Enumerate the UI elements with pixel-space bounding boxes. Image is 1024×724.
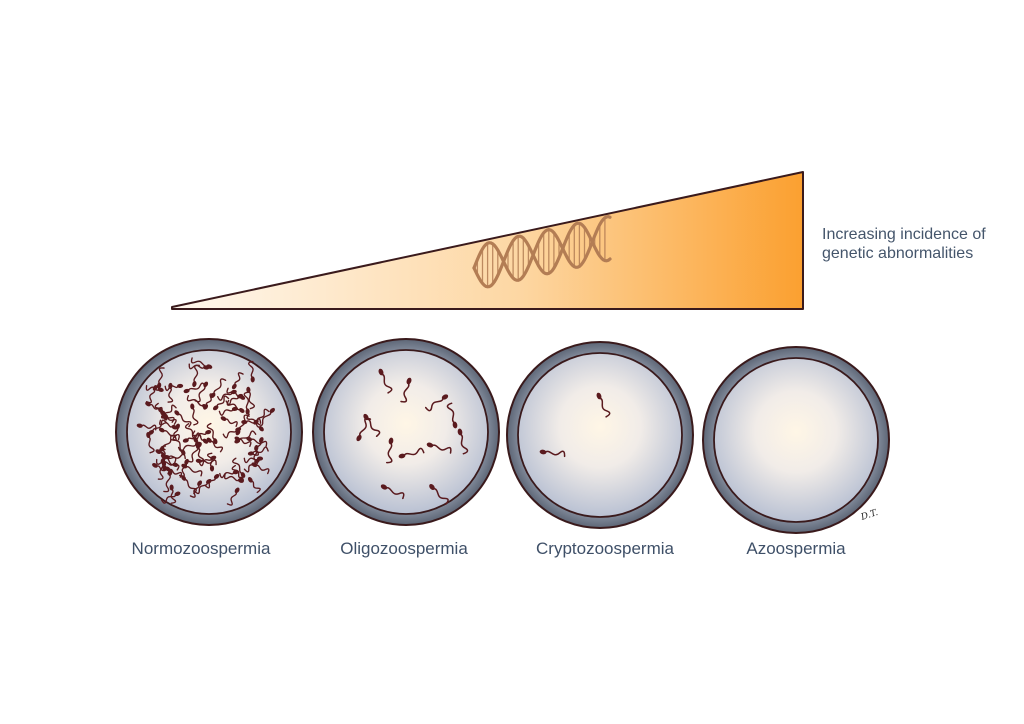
sperm-icon	[385, 437, 394, 464]
sperm-icon	[190, 403, 199, 426]
sperm-icon	[424, 394, 449, 412]
sperm-icon	[183, 382, 206, 394]
sperm-icon	[247, 446, 269, 456]
sperm-icon	[136, 423, 157, 431]
sperm-icon	[232, 457, 246, 478]
sperm-icon	[400, 377, 412, 403]
sperm-icon	[596, 392, 611, 418]
sperm-icon	[145, 385, 164, 392]
petri-dish-1	[115, 338, 303, 526]
sperm-icon	[190, 357, 213, 369]
sperm-icon	[174, 410, 192, 428]
sperm-icon	[146, 431, 155, 454]
genetic-abnormality-label: Increasing incidence of genetic abnormal…	[822, 225, 1017, 263]
sperm-icon	[189, 480, 203, 498]
sperm-icon	[235, 414, 250, 436]
sperm-icon	[206, 452, 215, 472]
sperm-icon	[219, 470, 239, 479]
label-normozoospermia: Normozoospermia	[131, 539, 271, 558]
sperm-icon	[256, 407, 275, 426]
sperm-icon	[247, 476, 261, 494]
sperm-icon	[159, 419, 178, 430]
sperm-icon	[164, 466, 183, 478]
sperm-icon	[247, 360, 255, 383]
sperm-icon	[226, 399, 245, 413]
petri-dish-4	[702, 346, 890, 534]
sperm-icon	[380, 484, 405, 500]
sperm-icon	[164, 383, 184, 392]
sperm-icon	[156, 367, 165, 389]
sperm-icon	[187, 442, 202, 463]
sperm-icon	[426, 442, 452, 454]
sperm-icon	[160, 491, 181, 504]
sperm-icon	[234, 436, 252, 447]
sperm-icon	[356, 417, 372, 442]
sperm-icon	[243, 391, 250, 415]
sperm-icon	[206, 437, 224, 453]
sperm-icon	[226, 487, 240, 506]
sperm-icon	[206, 422, 218, 445]
sperm-icon	[378, 368, 393, 394]
sperm-icon	[225, 393, 244, 406]
sperm-icon	[195, 458, 217, 466]
sperm-icon	[192, 364, 200, 388]
artist-signature: D.T.	[859, 508, 880, 523]
sperm-icon	[429, 484, 449, 505]
sperm-icon	[246, 436, 268, 447]
petri-dish-2	[312, 338, 500, 526]
sperm-icon	[231, 464, 244, 483]
sperm-icon	[246, 386, 255, 410]
sperm-icon	[163, 469, 173, 493]
petri-dish-3	[506, 341, 694, 529]
genetic-trend-wedge	[171, 171, 804, 310]
petri-dish-group	[115, 338, 890, 534]
dna-helix-icon	[472, 214, 612, 289]
sperm-icon	[539, 449, 566, 458]
sperm-icon	[398, 447, 425, 459]
sperm-icon	[446, 402, 458, 429]
sperm-icon	[169, 484, 177, 504]
label-cryptozoospermia: Cryptozoospermia	[536, 539, 674, 558]
sperm-icon	[220, 416, 238, 427]
sperm-icon	[231, 372, 244, 390]
sperm-icon	[251, 462, 270, 475]
trend-label-line1: Increasing incidence of	[822, 226, 986, 243]
sperm-icon	[457, 428, 469, 455]
sperm-icon	[212, 395, 230, 411]
sperm-icon	[158, 407, 175, 423]
label-oligozoospermia: Oligozoospermia	[340, 539, 468, 558]
sperm-icon	[246, 413, 264, 432]
sperm-icon	[186, 395, 208, 409]
trend-label-line2: genetic abnormalities	[822, 245, 974, 262]
sperm-icon	[204, 473, 220, 489]
label-azoospermia: Azoospermia	[746, 539, 846, 558]
